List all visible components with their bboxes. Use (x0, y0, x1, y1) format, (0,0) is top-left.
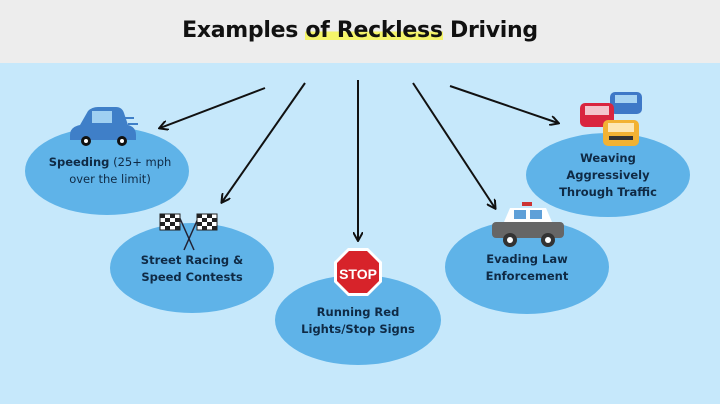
stop-sign-icon: STOP (334, 248, 382, 296)
arrow-evading (412, 82, 495, 208)
page-title: Examples of Reckless Driving (0, 18, 720, 43)
label-weaving-text: Weaving Aggressively Through Traffic (559, 151, 657, 199)
bubble-street-racing (110, 223, 274, 313)
speeding-car-icon (70, 107, 138, 146)
label-speeding: Speeding (25+ mph over the limit) (35, 154, 185, 188)
bubble-speeding (25, 127, 189, 215)
title-pre: Examples (182, 18, 306, 43)
traffic-cars-icon (580, 92, 642, 146)
label-speeding-detail: (25+ mph over the limit) (69, 155, 172, 186)
bubble-evading (445, 220, 609, 314)
title-highlight: of Reckless (305, 18, 443, 43)
stop-sign-text: STOP (339, 266, 377, 282)
label-running-red-text: Running Red Lights/Stop Signs (301, 305, 415, 336)
checkered-flags-icon (159, 213, 218, 251)
police-car-icon (492, 202, 564, 247)
label-running-red: Running Red Lights/Stop Signs (298, 304, 418, 338)
arrow-street-racing (222, 82, 306, 202)
label-evading-text: Evading Law Enforcement (485, 252, 569, 283)
label-evading: Evading Law Enforcement (472, 251, 582, 285)
label-street-racing: Street Racing & Speed Contests (132, 252, 252, 286)
label-street-racing-text: Street Racing & Speed Contests (140, 253, 244, 284)
label-speeding-bold: Speeding (48, 155, 110, 169)
arrow-weaving (449, 85, 558, 123)
bubble-running-red (275, 275, 441, 365)
title-post: Driving (442, 18, 538, 43)
label-weaving: Weaving Aggressively Through Traffic (538, 150, 678, 201)
arrow-speeding (160, 87, 266, 128)
bubble-weaving (526, 133, 690, 217)
